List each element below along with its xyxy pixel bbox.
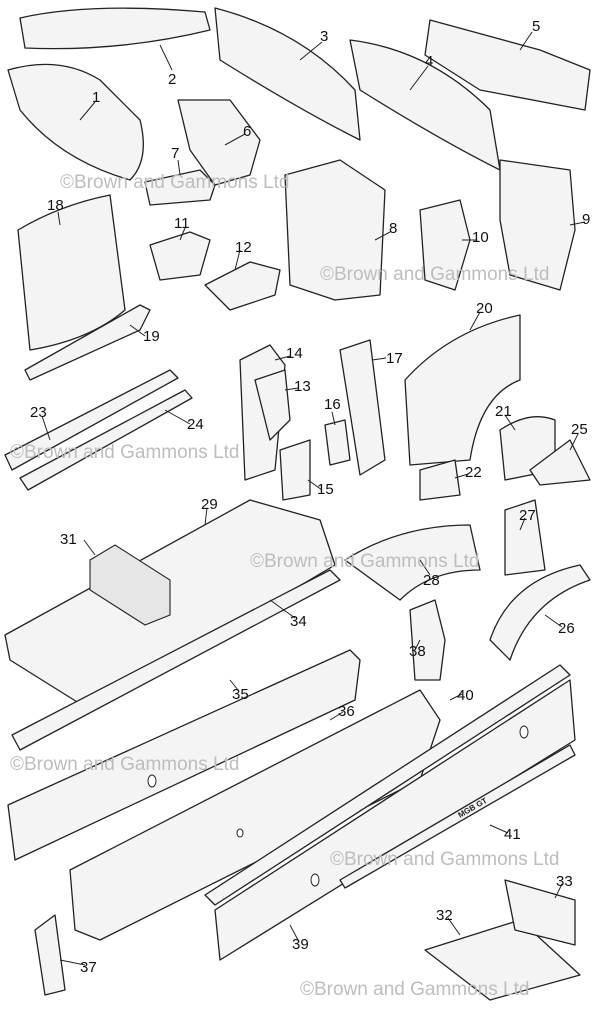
part-33 [504,879,576,946]
label-1: 1 [92,89,100,106]
part-39 [214,679,576,961]
part-38 [409,599,446,681]
watermark-text: ©Brown and Gammons Ltd [250,551,479,572]
label-14: 14 [286,345,303,362]
label-32: 32 [436,907,453,924]
watermark-text: ©Brown and Gammons Ltd [300,979,529,1000]
label-21: 21 [495,403,512,420]
part-13 [254,369,291,441]
label-2: 2 [168,71,176,88]
label-23: 23 [30,404,47,421]
part-10 [419,199,471,291]
watermark-text: ©Brown and Gammons Ltd [320,264,549,285]
part-12 [204,261,281,311]
label-41: 41 [504,826,521,843]
watermark-text: ©Brown and Gammons Ltd [10,442,239,463]
label-34: 34 [290,613,307,630]
part-24 [19,389,193,491]
label-39: 39 [292,936,309,953]
label-26: 26 [558,620,575,637]
part-16 [324,419,351,466]
part-26 [489,564,591,661]
watermark-text: ©Brown and Gammons Ltd [10,754,239,775]
hole [147,774,157,788]
label-29: 29 [201,496,218,513]
part-28 [344,524,481,601]
part-15 [279,439,311,501]
part-31 [89,544,171,626]
label-31: 31 [60,531,77,548]
label-17: 17 [386,350,403,367]
part-20 [404,314,521,466]
label-16: 16 [324,396,341,413]
part-40 [204,664,571,906]
part-5 [424,19,591,111]
part-1 [7,63,144,181]
hole [519,725,529,739]
label-19: 19 [143,328,160,345]
label-6: 6 [243,123,251,140]
part-23 [4,369,179,471]
part-35 [7,649,361,861]
label-15: 15 [317,481,334,498]
label-38: 38 [409,643,426,660]
part-6 [177,99,261,186]
part-41 [339,744,576,889]
hole [236,828,244,838]
label-40: 40 [457,687,474,704]
label-25: 25 [571,421,588,438]
part-9 [499,159,576,291]
part-7 [144,169,216,206]
parts: MGB GT [4,7,591,1001]
part-25 [529,439,591,486]
part-37 [34,914,66,996]
part-17 [339,339,386,476]
label-20: 20 [476,300,493,317]
part-11 [149,231,211,281]
part-32 [424,919,581,1001]
part-8 [284,159,386,301]
label-9: 9 [582,211,590,228]
part-19 [24,304,151,381]
label-37: 37 [80,959,97,976]
hole [310,873,320,887]
label-35: 35 [232,686,249,703]
part-3 [214,7,361,141]
label-12: 12 [235,239,252,256]
label-7: 7 [171,145,179,162]
label-24: 24 [187,416,204,433]
label-27: 27 [519,507,536,524]
label-8: 8 [389,220,397,237]
watermark-text: ©Brown and Gammons Ltd [330,849,559,870]
label-13: 13 [294,378,311,395]
label-36: 36 [338,703,355,720]
label-28: 28 [423,572,440,589]
label-33: 33 [556,873,573,890]
label-4: 4 [425,53,433,70]
part-labels: 1 2 3 4 5 6 7 8 9 10 11 12 13 14 15 16 1… [30,18,590,976]
label-5: 5 [532,18,540,35]
label-22: 22 [465,464,482,481]
part-2 [19,7,211,50]
part-22 [419,459,461,501]
part-27 [504,499,546,576]
label-11: 11 [174,215,190,232]
watermark-text: ©Brown and Gammons Ltd [60,172,289,193]
label-10: 10 [472,229,489,246]
watermarks: ©Brown and Gammons Ltd ©Brown and Gammons… [10,172,559,1000]
label-18: 18 [47,197,64,214]
part-18 [17,194,126,351]
leader-lines [41,31,586,966]
label-3: 3 [320,28,328,45]
part-34 [11,569,341,751]
